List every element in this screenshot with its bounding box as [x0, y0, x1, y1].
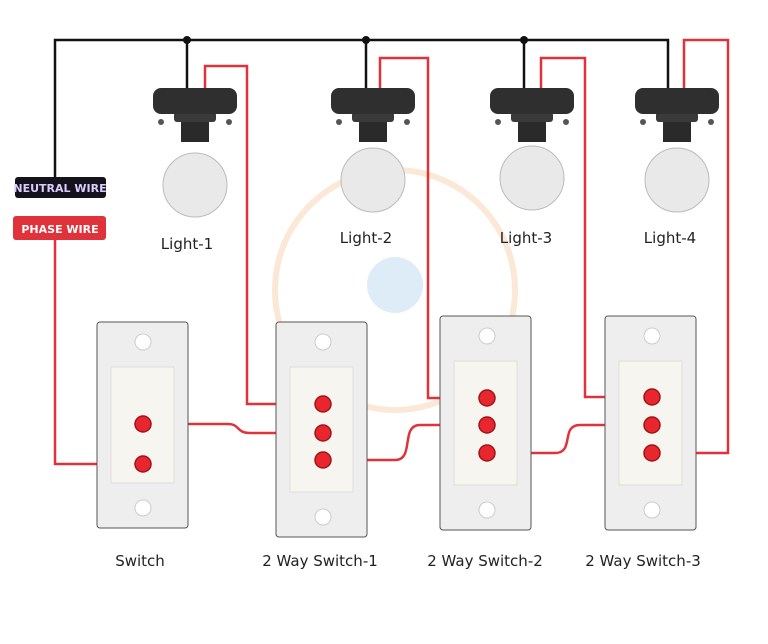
- light-bulb-2: [331, 88, 415, 213]
- light-4-label: Light-4: [644, 229, 696, 247]
- lamp-holder-icon: [331, 88, 415, 114]
- terminal-1: [643, 388, 661, 406]
- terminal-1: [314, 395, 332, 413]
- terminal-1: [478, 389, 496, 407]
- terminal-2: [478, 416, 496, 434]
- light-bulb-4: [635, 88, 719, 213]
- two-way-switch-2-label: 2 Way Switch-2: [427, 552, 543, 570]
- two-way-switch-1-plate: [275, 321, 368, 538]
- two-way-switch-1-label: 2 Way Switch-1: [262, 552, 378, 570]
- neutral-wire: [53, 38, 670, 178]
- switch-label: Switch: [115, 552, 165, 570]
- phase-wire-label: PHASE WIRE: [21, 223, 98, 236]
- lamp-holder-icon: [635, 88, 719, 114]
- light-1-label: Light-1: [161, 235, 213, 253]
- neutral-wire-tag: NEUTRAL WIRE: [13, 177, 107, 198]
- terminal-3: [314, 451, 332, 469]
- lamp-holder-icon: [490, 88, 574, 114]
- phase-wire-tag: PHASE WIRE: [13, 216, 106, 240]
- terminal-1: [134, 415, 152, 433]
- light-3-label: Light-3: [500, 229, 552, 247]
- two-way-switch-2-plate: [439, 315, 532, 531]
- light-2-label: Light-2: [340, 229, 392, 247]
- terminal-2: [314, 424, 332, 442]
- neutral-wire-label: NEUTRAL WIRE: [13, 182, 106, 195]
- lamp-holder-icon: [153, 88, 237, 114]
- two-way-switch-3-label: 2 Way Switch-3: [585, 552, 701, 570]
- light-bulb-1: [153, 88, 237, 218]
- junction-dots: [183, 36, 528, 44]
- terminal-3: [478, 444, 496, 462]
- terminal-2: [134, 455, 152, 473]
- terminal-3: [643, 444, 661, 462]
- light-bulb-3: [490, 88, 574, 211]
- switch-plate: [96, 321, 189, 529]
- terminal-2: [643, 416, 661, 434]
- two-way-switch-3-plate: [604, 315, 697, 531]
